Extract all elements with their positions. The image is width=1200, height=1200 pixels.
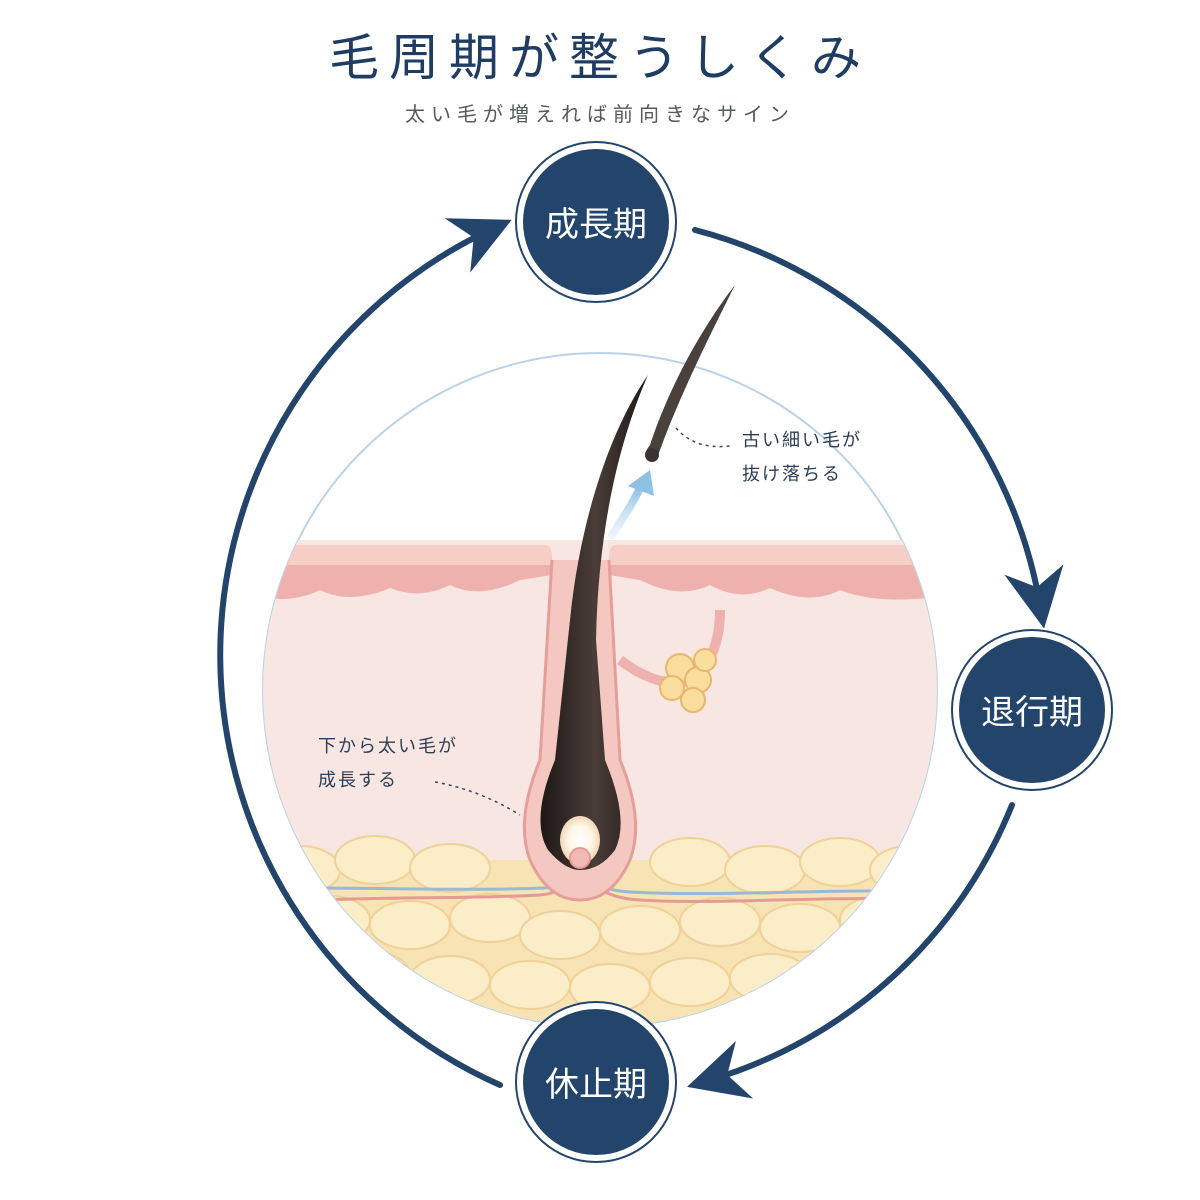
cycle-arrows <box>217 218 1064 1099</box>
phase-label-catagen: 退行期 <box>981 693 1083 733</box>
note-old-hair-line2: 抜け落ちる <box>742 464 842 485</box>
page-subtitle: 太い毛が増えれば前向きなサイン <box>405 102 795 126</box>
phase-badge-telogen: 休止期 <box>515 1001 677 1163</box>
old-thin-hair <box>645 285 735 461</box>
note-new-hair-line1: 下から太い毛が <box>318 736 458 757</box>
leader-line-new-hair <box>434 781 521 816</box>
sebaceous-gland <box>659 648 717 713</box>
arrow-growth-to-catagen <box>692 227 1064 629</box>
skin-cross-section: 古い細い毛が 抜け落ちる 下から太い毛が 成長する <box>262 285 938 1028</box>
phase-label-telogen: 休止期 <box>545 1065 647 1105</box>
arrow-catagen-to-telogen <box>686 802 1015 1099</box>
phase-badge-catagen: 退行期 <box>951 629 1113 791</box>
note-new-hair-line2: 成長する <box>318 770 398 791</box>
hair-push-up-arrow <box>608 470 654 539</box>
arrow-telogen-to-growth <box>217 218 512 1088</box>
phase-label-growth: 成長期 <box>545 205 647 245</box>
note-old-hair-line1: 古い細い毛が <box>742 430 862 451</box>
dermal-papilla <box>569 847 591 869</box>
hair-bulb <box>560 816 600 864</box>
page-title: 毛周期が整うしくみ <box>329 29 871 87</box>
thick-new-hair <box>540 375 648 870</box>
phase-badge-growth: 成長期 <box>515 141 677 303</box>
